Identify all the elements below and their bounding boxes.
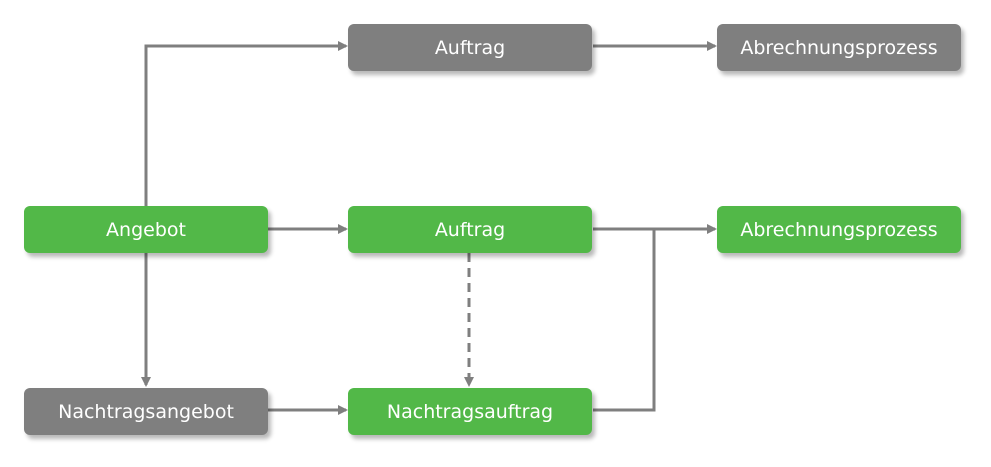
node-angebot: Angebot	[24, 206, 268, 253]
node-nachtragsangebot-label: Nachtragsangebot	[58, 400, 234, 423]
connector-angebot-to-auftrag-top	[144, 41, 348, 207]
node-auftrag-mid-label: Auftrag	[434, 218, 506, 241]
node-auftrag-mid: Auftrag	[348, 206, 592, 253]
node-nachtragsangebot: Nachtragsangebot	[24, 388, 268, 435]
node-abrechnungsprozess-top-label: Abrechnungsprozess	[740, 36, 938, 59]
node-abrechnungsprozess-top: Abrechnungsprozess	[717, 24, 961, 71]
connector-nachtragsauftrag-to-abrechnung-mid	[593, 229, 656, 412]
node-nachtragsauftrag-label: Nachtragsauftrag	[386, 400, 554, 423]
node-abrechnungsprozess-mid-label: Abrechnungsprozess	[740, 218, 938, 241]
node-auftrag-top-label: Auftrag	[434, 36, 506, 59]
node-nachtragsauftrag: Nachtragsauftrag	[348, 388, 592, 435]
node-angebot-label: Angebot	[106, 218, 186, 241]
node-abrechnungsprozess-mid: Abrechnungsprozess	[717, 206, 961, 253]
node-auftrag-top: Auftrag	[348, 24, 592, 71]
